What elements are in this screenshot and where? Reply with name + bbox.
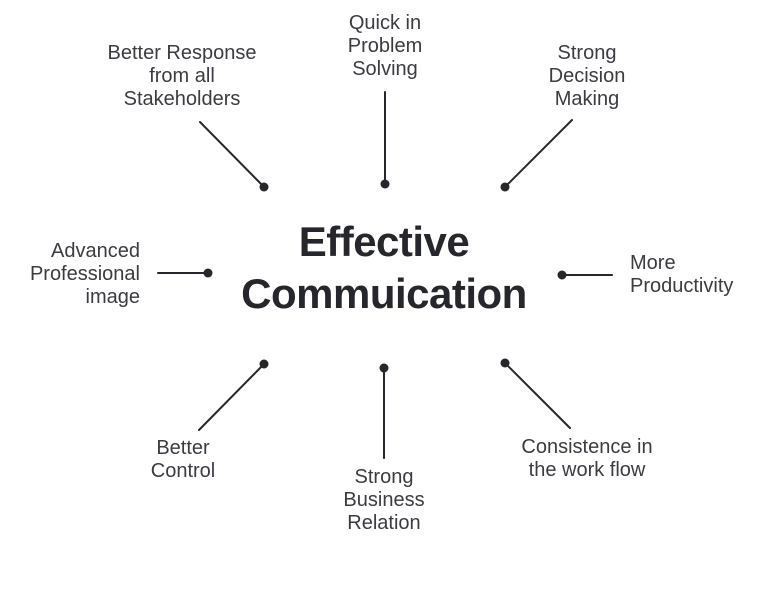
node-label-strong-decision-making: Strong Decision Making <box>548 42 626 110</box>
node-label-better-response: Better Response from all Stakeholders <box>107 42 257 110</box>
connector-dot-consistence-work-flow <box>500 358 510 368</box>
node-label-more-productivity: More Productivity <box>630 252 734 297</box>
connector-line-better-response <box>199 121 265 188</box>
connector-dot-better-control <box>259 359 269 369</box>
diagram-title-line1: Effective <box>298 218 470 265</box>
connector-line-strong-decision-making <box>504 119 573 188</box>
diagram-title: Effective Commuication <box>241 216 527 320</box>
connector-dot-quick-problem-solving <box>380 179 390 189</box>
connector-dot-advanced-professional-image <box>203 268 213 278</box>
connector-line-better-control <box>198 363 265 431</box>
connector-dot-strong-business-relation <box>379 363 389 373</box>
diagram-title-line2: Commuication <box>241 270 527 317</box>
node-label-strong-business-relation: Strong Business Relation <box>343 466 425 534</box>
node-label-consistence-work-flow: Consistence in the work flow <box>521 436 653 481</box>
node-label-advanced-professional-image: Advanced Professional image <box>29 240 140 308</box>
node-label-better-control: Better Control <box>150 437 216 482</box>
connector-dot-more-productivity <box>557 270 567 280</box>
node-label-quick-problem-solving: Quick in Problem Solving <box>347 12 423 80</box>
connector-line-consistence-work-flow <box>504 362 571 429</box>
connector-dot-strong-decision-making <box>500 182 510 192</box>
connector-dot-better-response <box>259 182 269 192</box>
